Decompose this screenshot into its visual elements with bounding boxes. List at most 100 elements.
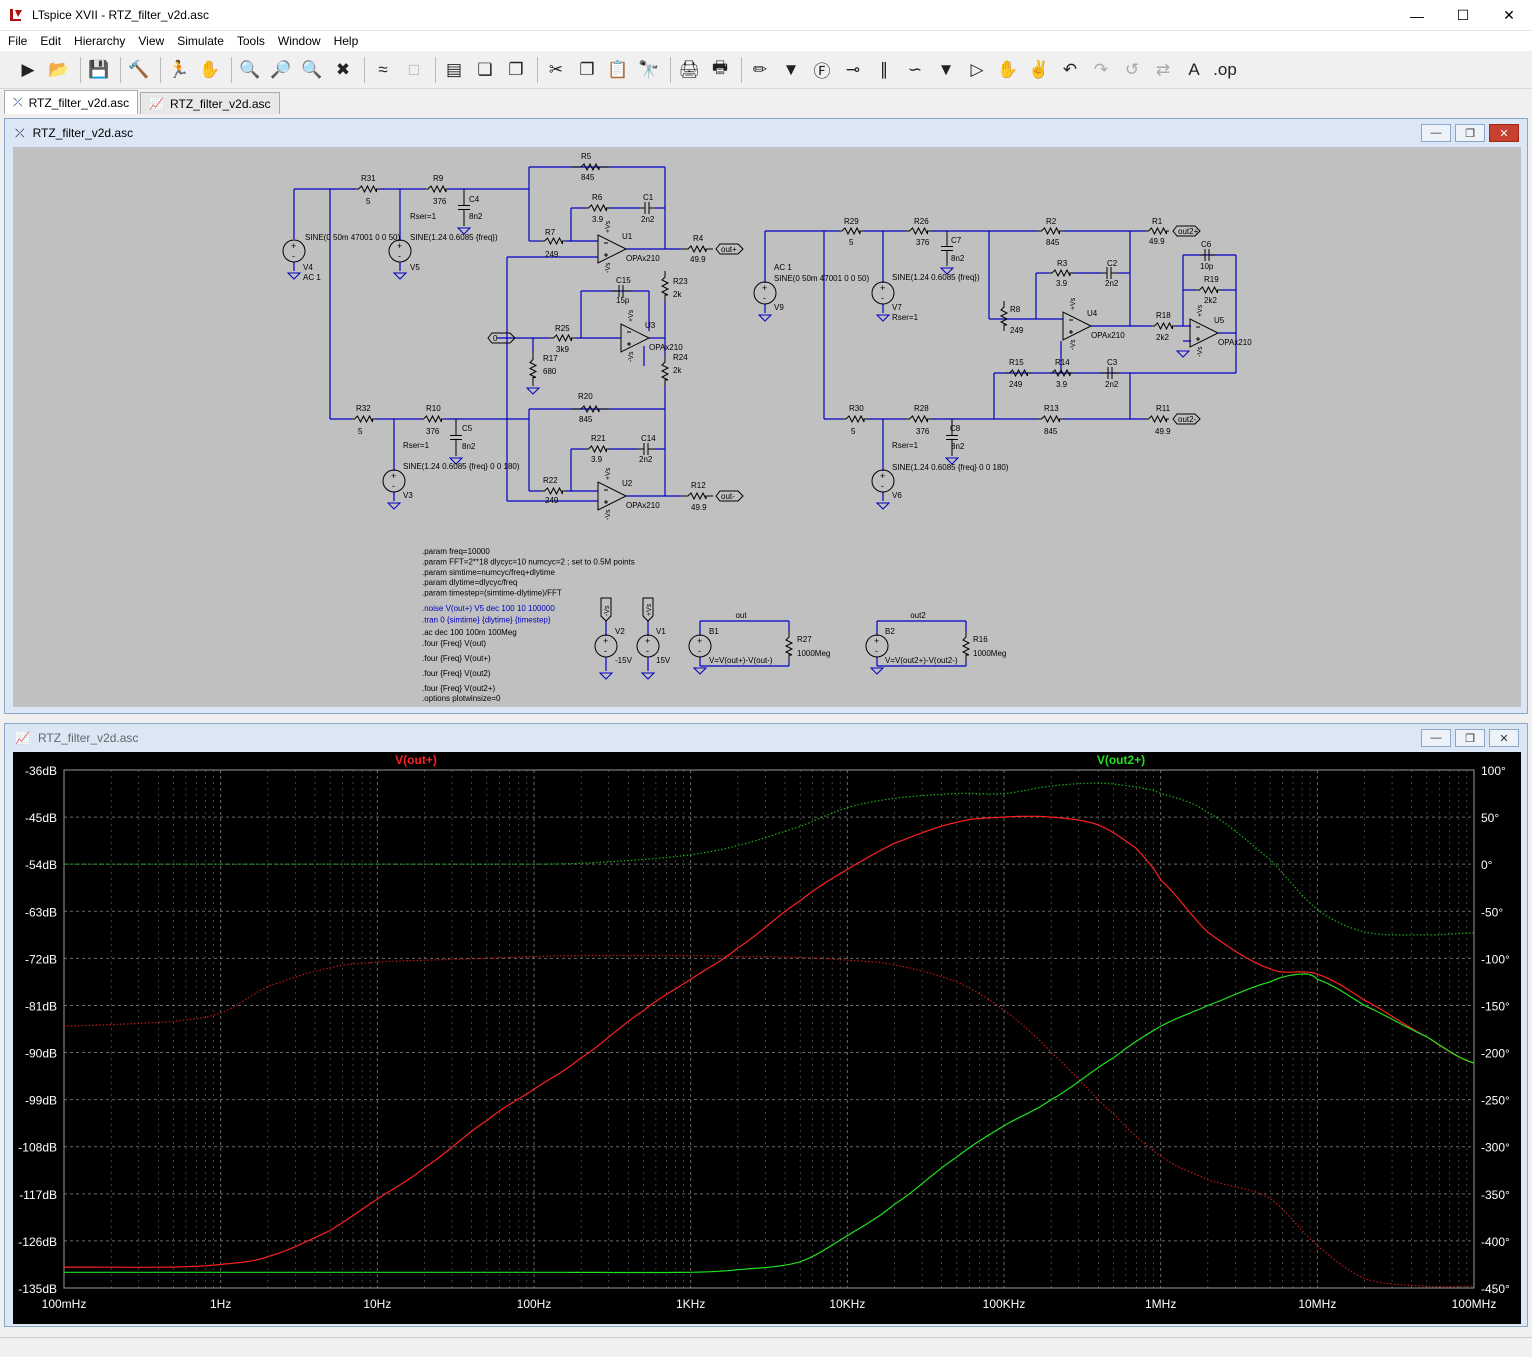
- spice-directives[interactable]: .param freq=10000.param FFT=2**18 dlycyc…: [422, 547, 635, 703]
- voltage-source-v4[interactable]: +-: [282, 239, 306, 263]
- trace-vout-magnitude[interactable]: [64, 815, 1475, 1268]
- resistor-r17[interactable]: [528, 351, 538, 386]
- label-net-icon[interactable]: Ⓕ: [813, 62, 831, 81]
- capacitor-c7[interactable]: [941, 231, 953, 266]
- menu-tools[interactable]: Tools: [236, 34, 265, 48]
- paste-icon[interactable]: 📋: [607, 59, 629, 79]
- zoom-fit-icon[interactable]: ✖: [335, 59, 351, 79]
- capacitor-c4[interactable]: [458, 189, 470, 226]
- spice-directive-analysis[interactable]: .four {Freq} V(out): [422, 639, 486, 648]
- voltage-source-v9[interactable]: +-: [753, 281, 777, 305]
- capacitor-c1[interactable]: [639, 202, 655, 214]
- restore-icon[interactable]: ❐: [1455, 729, 1485, 747]
- menu-hierarchy[interactable]: Hierarchy: [74, 34, 126, 48]
- print-icon[interactable]: 🖨: [678, 59, 700, 79]
- spice-directive-commented[interactable]: .noise V(out+) V5 dec 100 10 100000: [422, 604, 555, 613]
- resistor-r8[interactable]: [999, 301, 1009, 331]
- spice-directive-commented[interactable]: .tran 0 {simtime} {dlytime} {timestep}: [422, 616, 551, 625]
- menu-help[interactable]: Help: [333, 34, 359, 48]
- voltage-source-v7[interactable]: +-: [871, 281, 895, 305]
- draw-wire-icon[interactable]: ✏: [752, 59, 768, 79]
- spice-directive-param[interactable]: .param simtime=numcyc/freq+dlytime: [422, 568, 555, 577]
- voltage-source-v5[interactable]: +-: [388, 239, 412, 263]
- zoom-pan-icon[interactable]: 🔎: [270, 59, 292, 79]
- resistor-r10[interactable]: [421, 414, 444, 424]
- resistor-r12[interactable]: [681, 491, 713, 501]
- spice-directive-analysis[interactable]: .four {Freq} V(out+): [422, 654, 491, 663]
- menu-window[interactable]: Window: [277, 34, 321, 48]
- net-flag-vsn[interactable]: [600, 597, 612, 622]
- inductor-icon[interactable]: ∽: [907, 59, 923, 79]
- print-setup-icon[interactable]: 🖶: [711, 58, 729, 77]
- resistor-r5[interactable]: [571, 162, 609, 172]
- resistor-r16[interactable]: [961, 631, 971, 661]
- resistor-r18[interactable]: [1151, 321, 1176, 331]
- opamp-u2[interactable]: [597, 481, 628, 511]
- resistor-r28[interactable]: [906, 414, 931, 424]
- spice-directive-analysis[interactable]: .ac dec 100 100m 100Meg: [422, 628, 517, 637]
- net-flag-out2p[interactable]: [1172, 225, 1201, 237]
- tab-waveform[interactable]: 📈 RTZ_filter_v2d.asc: [140, 92, 280, 114]
- resistor-r3[interactable]: [1049, 268, 1073, 278]
- find-icon[interactable]: 🔭: [638, 59, 660, 79]
- resistor-r32[interactable]: [351, 414, 376, 424]
- diode-icon[interactable]: ▼: [937, 59, 955, 79]
- menu-view[interactable]: View: [138, 34, 165, 48]
- spice-directive-param[interactable]: .param timestep=(simtime-dlytime)/FFT: [422, 589, 562, 598]
- resistor-r6[interactable]: [586, 203, 609, 213]
- voltage-source-v1[interactable]: +-: [636, 634, 660, 658]
- rotate-icon[interactable]: ↺: [1124, 59, 1140, 79]
- resistor-r23[interactable]: [660, 271, 670, 301]
- resistor-r2[interactable]: [1038, 226, 1063, 236]
- copy-icon[interactable]: ❐: [579, 59, 595, 79]
- halt-icon[interactable]: ✋: [199, 59, 221, 79]
- capacitor-c3[interactable]: [1101, 367, 1119, 379]
- resistor-r30[interactable]: [843, 414, 867, 424]
- capacitor-c5[interactable]: [450, 419, 462, 456]
- capacitor-c14[interactable]: [637, 443, 655, 455]
- tile-horizontal-icon[interactable]: ▤: [445, 59, 463, 79]
- spice-directive-param[interactable]: .param freq=10000: [422, 547, 490, 556]
- capacitor-c2[interactable]: [1101, 267, 1117, 279]
- opamp-u1[interactable]: [597, 234, 628, 264]
- net-flag-outn[interactable]: [715, 490, 744, 502]
- menu-edit[interactable]: Edit: [40, 34, 62, 48]
- voltage-source-b2[interactable]: +-: [865, 634, 889, 658]
- capacitor-icon[interactable]: ∥: [879, 59, 889, 79]
- voltage-source-v3[interactable]: +-: [382, 469, 406, 493]
- capacitor-c6[interactable]: [1199, 249, 1215, 261]
- resistor-r27[interactable]: [784, 631, 794, 661]
- resistor-r7[interactable]: [541, 236, 566, 246]
- capacitor-c15[interactable]: [611, 285, 631, 297]
- resistor-icon[interactable]: ⊸: [845, 59, 861, 79]
- minimize-icon[interactable]: —: [1410, 7, 1424, 24]
- menu-file[interactable]: File: [8, 34, 28, 48]
- zoom-out-icon[interactable]: 🔍: [301, 59, 323, 79]
- voltage-source-v2[interactable]: +-: [594, 634, 618, 658]
- spice-directive-analysis[interactable]: .options plotwinsize=0: [422, 694, 501, 703]
- resistor-r24[interactable]: [660, 356, 670, 386]
- voltage-source-v6[interactable]: +-: [871, 469, 895, 493]
- voltage-source-b1[interactable]: +-: [688, 634, 712, 658]
- net-flag-out2n[interactable]: [1172, 413, 1201, 425]
- opamp-u3[interactable]: [620, 323, 651, 353]
- tile-vertical-icon[interactable]: ❐: [508, 59, 524, 79]
- net-flag-vsp[interactable]: [642, 597, 654, 622]
- resistor-r31[interactable]: [356, 184, 379, 194]
- zoom-in-icon[interactable]: 🔍: [239, 59, 261, 79]
- spice-directive-analysis[interactable]: .four {Freq} V(out2+): [422, 684, 495, 693]
- cascade-icon[interactable]: ❏: [477, 59, 493, 79]
- run-simulation-icon[interactable]: 🏃: [168, 59, 190, 79]
- move-icon[interactable]: ✋: [997, 59, 1019, 79]
- resistor-r13[interactable]: [1038, 414, 1063, 424]
- minimize-icon[interactable]: —: [1421, 729, 1451, 747]
- resistor-r21[interactable]: [586, 444, 609, 454]
- text-icon[interactable]: A: [1188, 59, 1200, 79]
- menu-simulate[interactable]: Simulate: [177, 34, 224, 48]
- resistor-r4[interactable]: [681, 244, 713, 254]
- save-icon[interactable]: 💾: [88, 59, 110, 79]
- resistor-r25[interactable]: [549, 333, 576, 343]
- cut-icon[interactable]: ✂: [548, 59, 564, 79]
